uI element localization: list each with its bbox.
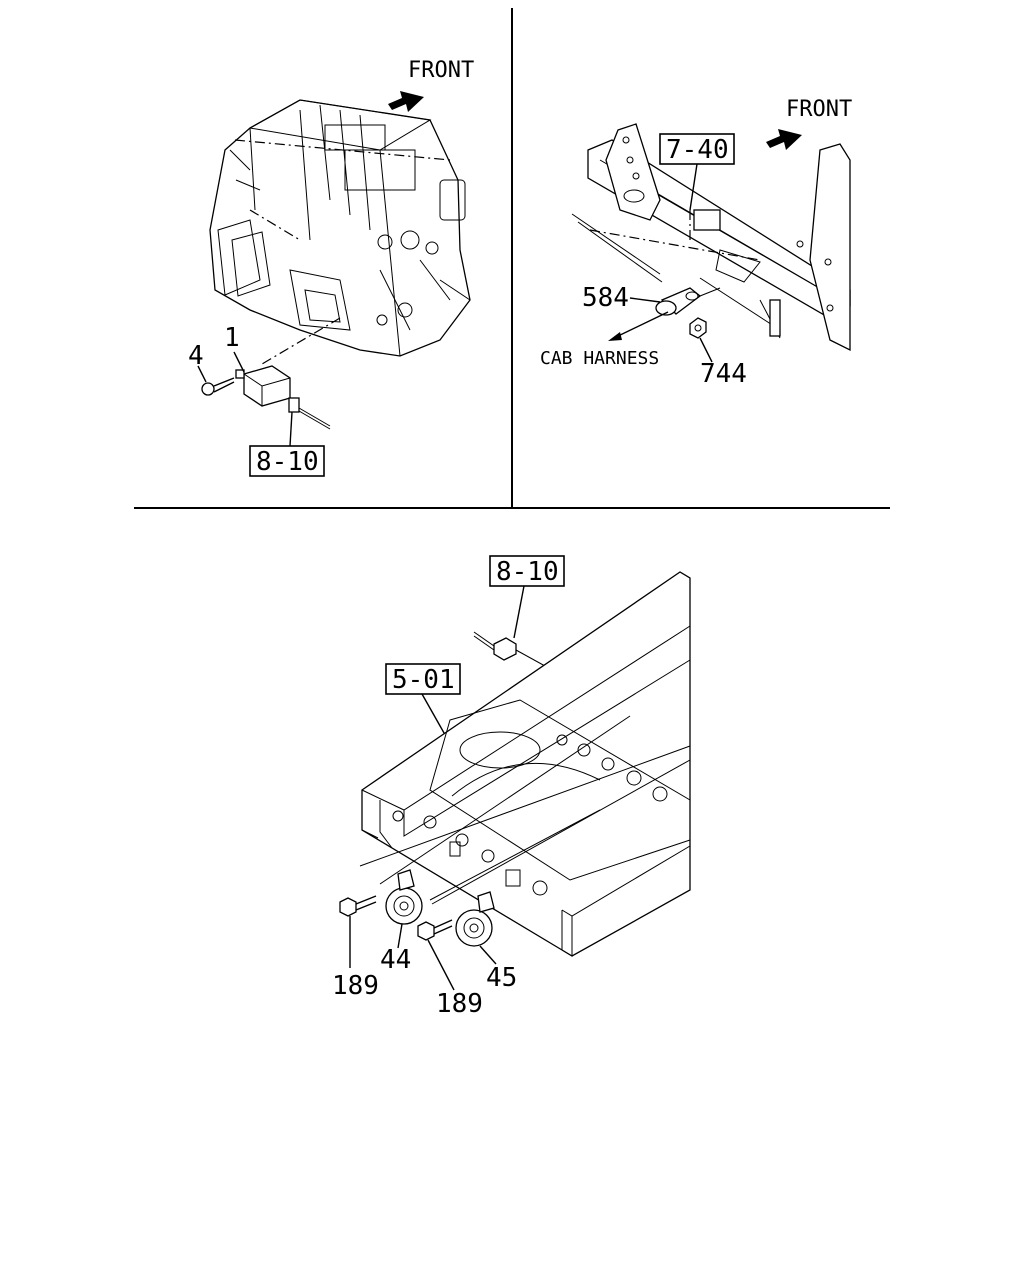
callout-4: 4 [188, 341, 204, 371]
nut-744-part [689, 317, 707, 339]
ref-box-5-01 [385, 663, 461, 695]
callout-189-b: 189 [436, 989, 483, 1019]
leader-unit-to-module [261, 317, 341, 365]
ref-box-7-40 [659, 133, 735, 165]
grommet-584-part [655, 287, 721, 316]
top-left-panel: FRONT [188, 58, 474, 477]
front-arrow-left-icon [388, 91, 424, 112]
ref-box-8-10-bottom [489, 555, 565, 587]
front-label-right: FRONT [786, 97, 852, 122]
ref-box-8-10-left-label: 8-10 [256, 447, 319, 477]
horn-44-part [385, 869, 423, 925]
screw-4-part [201, 377, 235, 396]
callout-45: 45 [486, 963, 517, 993]
bolt-189-b-part [417, 919, 453, 941]
ref-box-8-10-bottom-label: 8-10 [496, 557, 559, 587]
cab-frame-illustration [571, 123, 851, 352]
callout-1: 1 [224, 323, 240, 353]
front-arrow-right-icon [766, 129, 802, 150]
chassis-frame-illustration [359, 571, 691, 957]
bottom-panel: 8-10 5-01 [332, 555, 691, 1019]
ref-box-8-10-left [249, 445, 325, 477]
connector-wire [288, 397, 331, 447]
callout-584: 584 [582, 283, 629, 313]
bolt-189-a-part [339, 895, 377, 917]
hvac-unit-illustration [209, 99, 471, 357]
cab-harness-label: CAB HARNESS [540, 348, 659, 369]
callout-44: 44 [380, 945, 411, 975]
cab-harness-arrow-icon [608, 332, 622, 341]
horn-45-part [455, 891, 495, 947]
front-label-left: FRONT [408, 58, 474, 83]
top-right-panel: FRONT [540, 97, 852, 389]
callout-744: 744 [700, 359, 747, 389]
control-module-part [235, 365, 291, 407]
callout-189-a: 189 [332, 971, 379, 1001]
ref-box-7-40-label: 7-40 [666, 135, 729, 165]
ref-box-5-01-label: 5-01 [392, 665, 455, 695]
